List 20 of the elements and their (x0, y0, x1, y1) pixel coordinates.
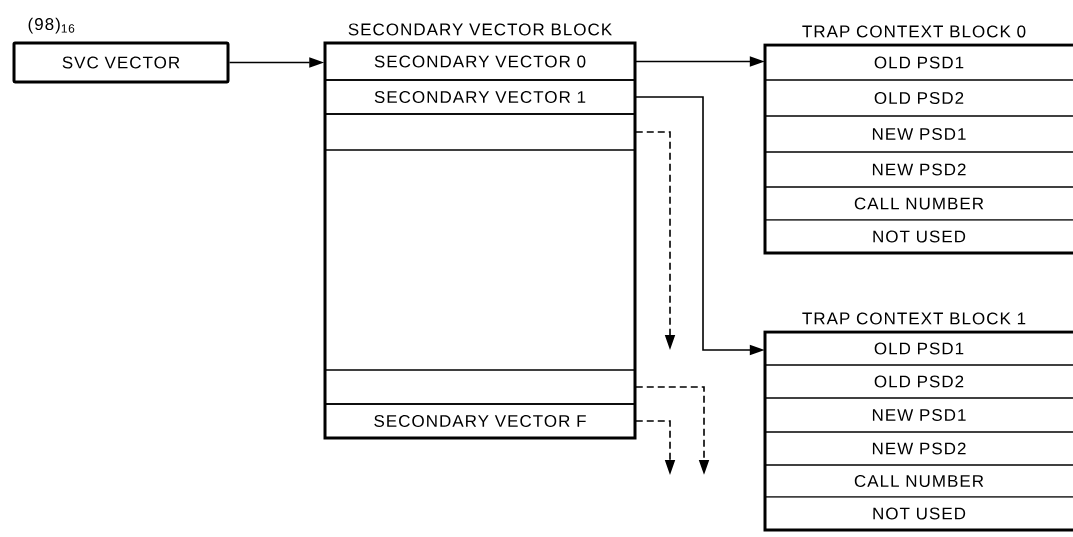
table-row: SECONDARY VECTOR 0 (324, 42, 636, 81)
table-row: NEW PSD1 (764, 127, 1073, 153)
table-row: NOT USED (764, 507, 1073, 531)
table-row: OLD PSD1 (764, 56, 1073, 81)
table-row: NEW PSD1 (764, 408, 1073, 433)
table-row: SECONDARY VECTOR 1 (324, 79, 636, 115)
table-row: OLD PSD1 (764, 342, 1073, 366)
empty-row (324, 369, 636, 405)
table-row: NOT USED (764, 230, 1073, 254)
vector-box: SVC VECTOR (12, 41, 230, 84)
table-row: CALL NUMBER (764, 197, 1073, 221)
table-row: CALL NUMBER (764, 474, 1073, 498)
address-label: (98)$_{16}$ (28, 17, 75, 34)
table-row: NEW PSD2 (764, 442, 1073, 466)
table-row: SECONDARY VECTOR F (324, 403, 636, 439)
node-label: SECONDARY VECTOR BLOCK (348, 23, 612, 36)
table-row: OLD PSD2 (764, 91, 1073, 117)
empty-row (324, 113, 636, 151)
table-row: NEW PSD2 (764, 163, 1073, 188)
table-row: OLD PSD2 (764, 375, 1073, 399)
